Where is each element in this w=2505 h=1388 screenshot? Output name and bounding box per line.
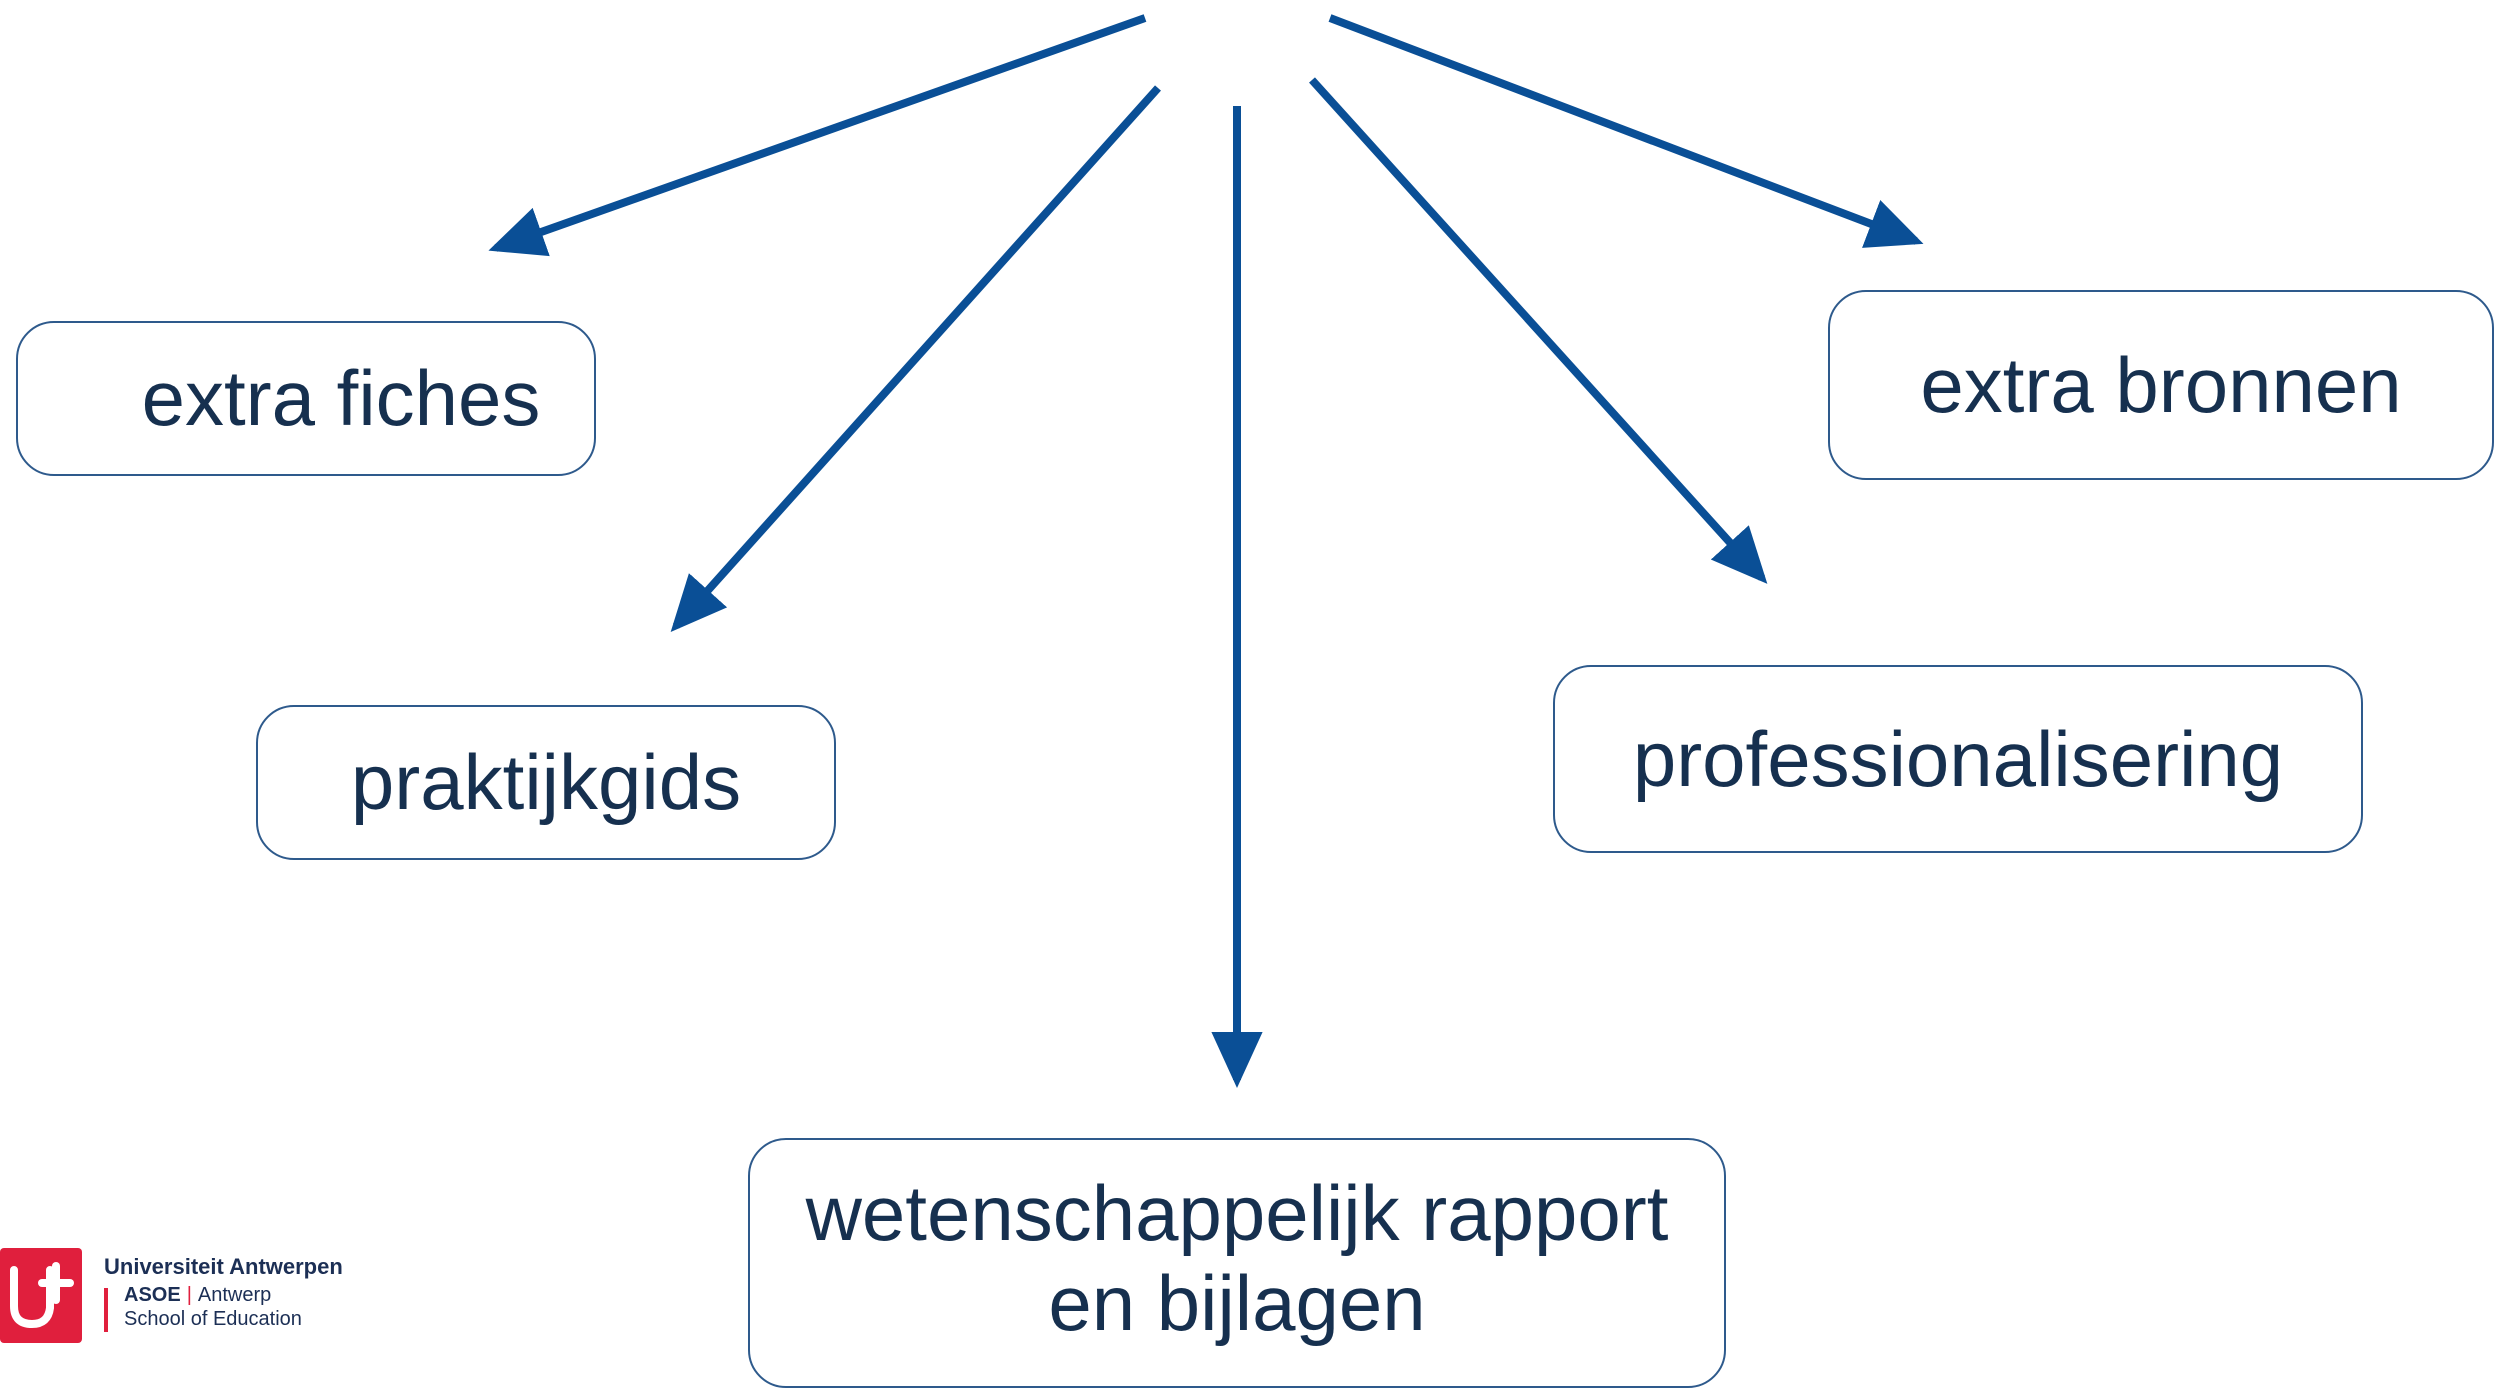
logo-city: Antwerp [197,1284,272,1306]
logo-separator: | [186,1284,192,1306]
arrow-professionalisering [1309,77,1768,584]
node-extra-fiches: extra fiches [16,321,596,476]
node-praktijkgids-label: praktijkgids [350,738,742,827]
node-extra-fiches-label: extra fiches [141,354,541,443]
logo-line2: ASOE|Antwerp [124,1284,271,1307]
university-name: Universiteit Antwerpen [104,1254,343,1279]
node-rapport-text: wetenschappelijk rapport en bijlagen [806,1168,1669,1349]
node-professionalisering-label: professionalisering [1632,714,2284,803]
node-rapport-line2: en bijlagen [1048,1259,1426,1348]
university-logo: Universiteit Antwerpen ASOE|Antwerp Scho… [0,1248,360,1343]
arrow-extra-bronnen [1328,14,1924,248]
logo-school: School of Education [124,1308,302,1330]
node-praktijkgids: praktijkgids [256,705,836,860]
node-wetenschappelijk-rapport: wetenschappelijk rapport en bijlagen [748,1138,1726,1388]
logo-divider [104,1288,108,1332]
university-logo-mark-icon [0,1248,82,1343]
node-extra-bronnen-label: extra bronnen [1920,340,2402,429]
arrow-praktijkgids [670,85,1161,632]
arrow-extra-fiches [488,14,1147,257]
logo-abbr: ASOE [124,1284,181,1306]
node-professionalisering: professionalisering [1553,665,2363,853]
node-rapport-line1: wetenschappelijk rapport [805,1169,1669,1257]
node-extra-bronnen: extra bronnen [1828,290,2494,480]
